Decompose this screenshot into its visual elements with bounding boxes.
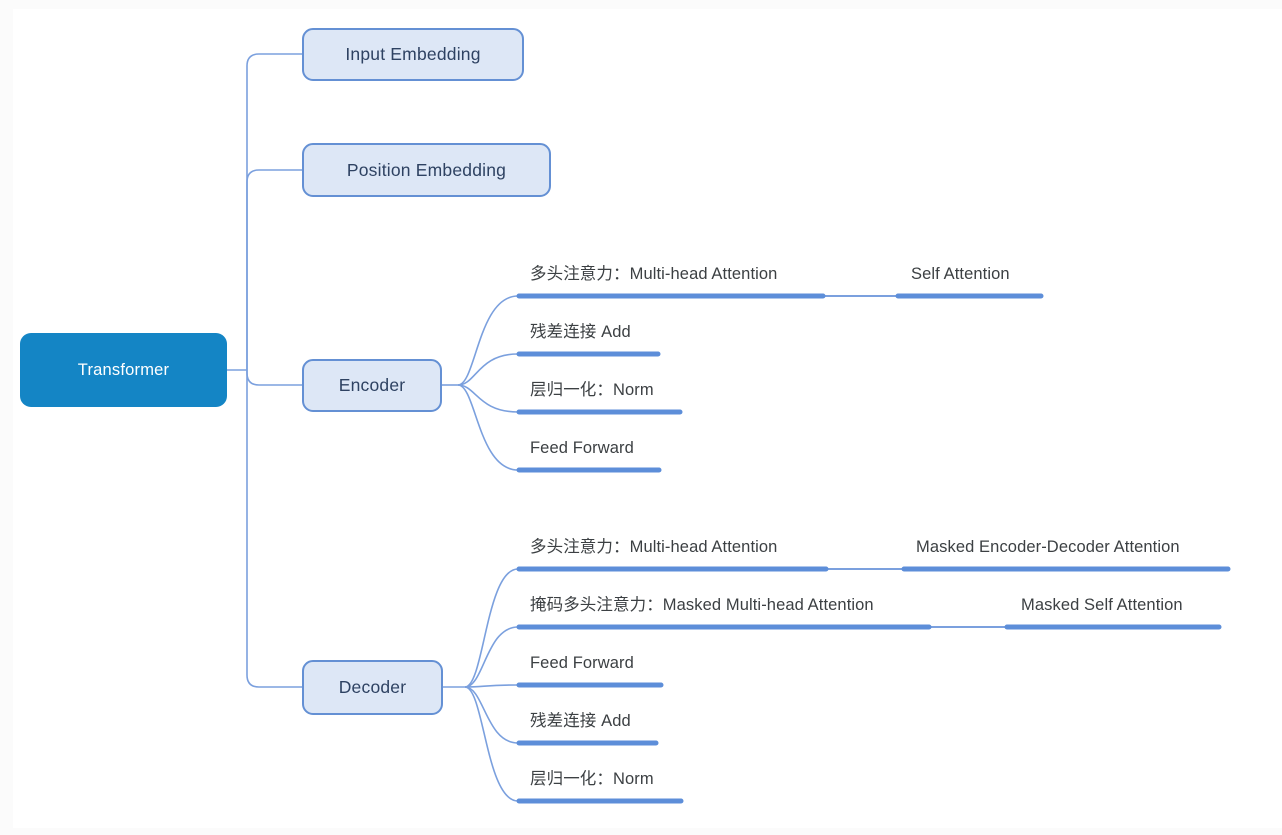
- branch-node-position-embedding[interactable]: Position Embedding: [302, 143, 551, 197]
- branch-node-input-embedding[interactable]: Input Embedding: [302, 28, 524, 81]
- branch-node-decoder[interactable]: Decoder: [302, 660, 443, 715]
- connector: [457, 384, 519, 471]
- leaf-topic-residual-add-decoder[interactable]: 残差连接 Add: [530, 712, 631, 730]
- leaf-topic-layer-norm-decoder[interactable]: 层归一化：Norm: [530, 770, 654, 788]
- leaf-topic-multihead-attention[interactable]: 多头注意力：Multi-head Attention: [530, 265, 778, 283]
- connector: [246, 169, 302, 370]
- canvas-edge: [0, 828, 1282, 835]
- connector: [464, 684, 519, 688]
- canvas-edge: [0, 0, 1282, 9]
- leaf-topic-self-attention[interactable]: Self Attention: [911, 265, 1010, 283]
- connector: [457, 295, 519, 386]
- connector: [464, 686, 519, 802]
- connector: [464, 626, 519, 688]
- leaf-topic-masked-self-attention[interactable]: Masked Self Attention: [1021, 596, 1183, 614]
- leaf-topic-feed-forward[interactable]: Feed Forward: [530, 439, 634, 457]
- leaf-topic-feed-forward-decoder[interactable]: Feed Forward: [530, 654, 634, 672]
- canvas-edge: [0, 0, 13, 835]
- connector: [246, 370, 302, 688]
- subtopic-connectors: [824, 295, 1006, 628]
- leaf-topic-masked-encoder-decoder-attention[interactable]: Masked Encoder-Decoder Attention: [916, 538, 1180, 556]
- leaf-topic-masked-multihead-attention[interactable]: 掩码多头注意力：Masked Multi-head Attention: [530, 596, 874, 614]
- connector: [464, 568, 519, 688]
- connector: [246, 370, 302, 386]
- leaf-topic-layer-norm[interactable]: 层归一化：Norm: [530, 381, 654, 399]
- connector: [246, 53, 302, 370]
- root-node-transformer[interactable]: Transformer: [20, 333, 227, 407]
- leaf-topic-residual-add[interactable]: 残差连接 Add: [530, 323, 631, 341]
- connector: [457, 353, 519, 386]
- connector: [457, 384, 519, 413]
- connector: [464, 686, 519, 744]
- branch-node-encoder[interactable]: Encoder: [302, 359, 442, 412]
- leaf-topic-multihead-attention-decoder[interactable]: 多头注意力：Multi-head Attention: [530, 538, 778, 556]
